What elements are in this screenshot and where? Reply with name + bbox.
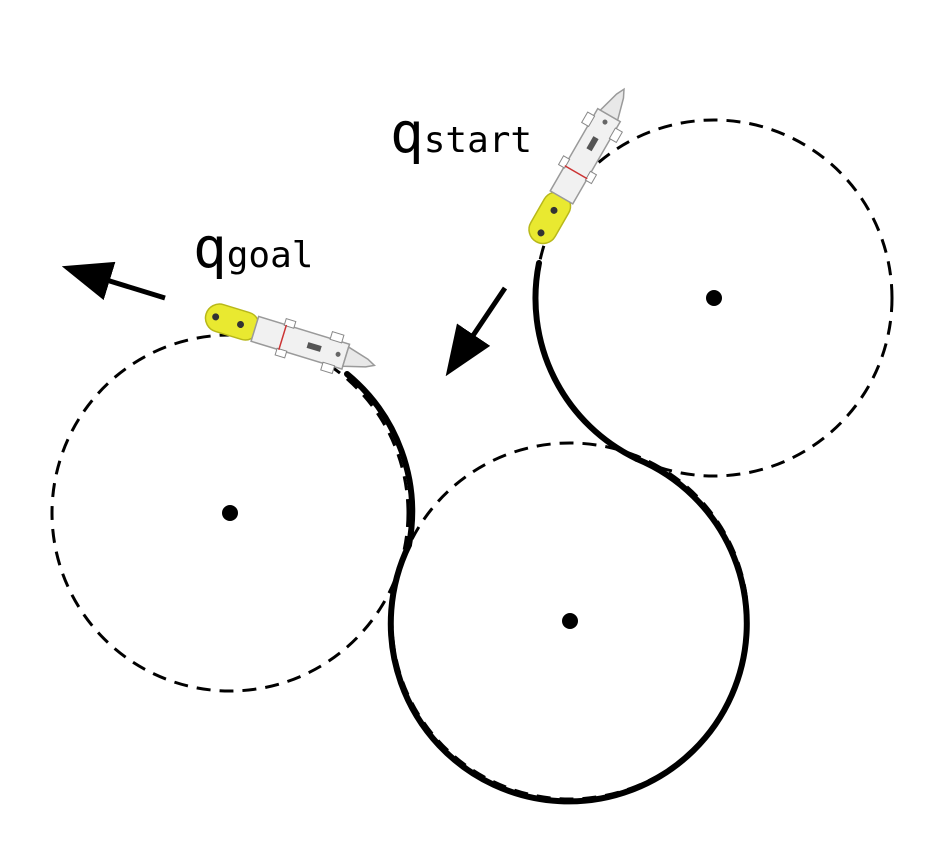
goal-label: qgoal [193,216,313,281]
path-middle-arc [387,456,750,805]
goal-circle-center-dot [222,505,238,521]
path-start-arc [532,260,640,462]
robot-fish-goal-icon [204,303,377,375]
start-label: qstart [390,101,532,166]
start-label-symbol: q [390,101,424,166]
start-heading-arrow [445,286,508,377]
goal-heading-arrow [61,261,166,301]
middle-circle-center-dot [562,613,578,629]
goal-label-symbol: q [193,216,227,281]
path-goal-arc [344,371,416,548]
start-circle-center-dot [706,290,722,306]
robot-fish-start-icon [528,87,625,245]
start-label-subscript: start [424,120,532,161]
goal-label-subscript: goal [227,235,314,276]
